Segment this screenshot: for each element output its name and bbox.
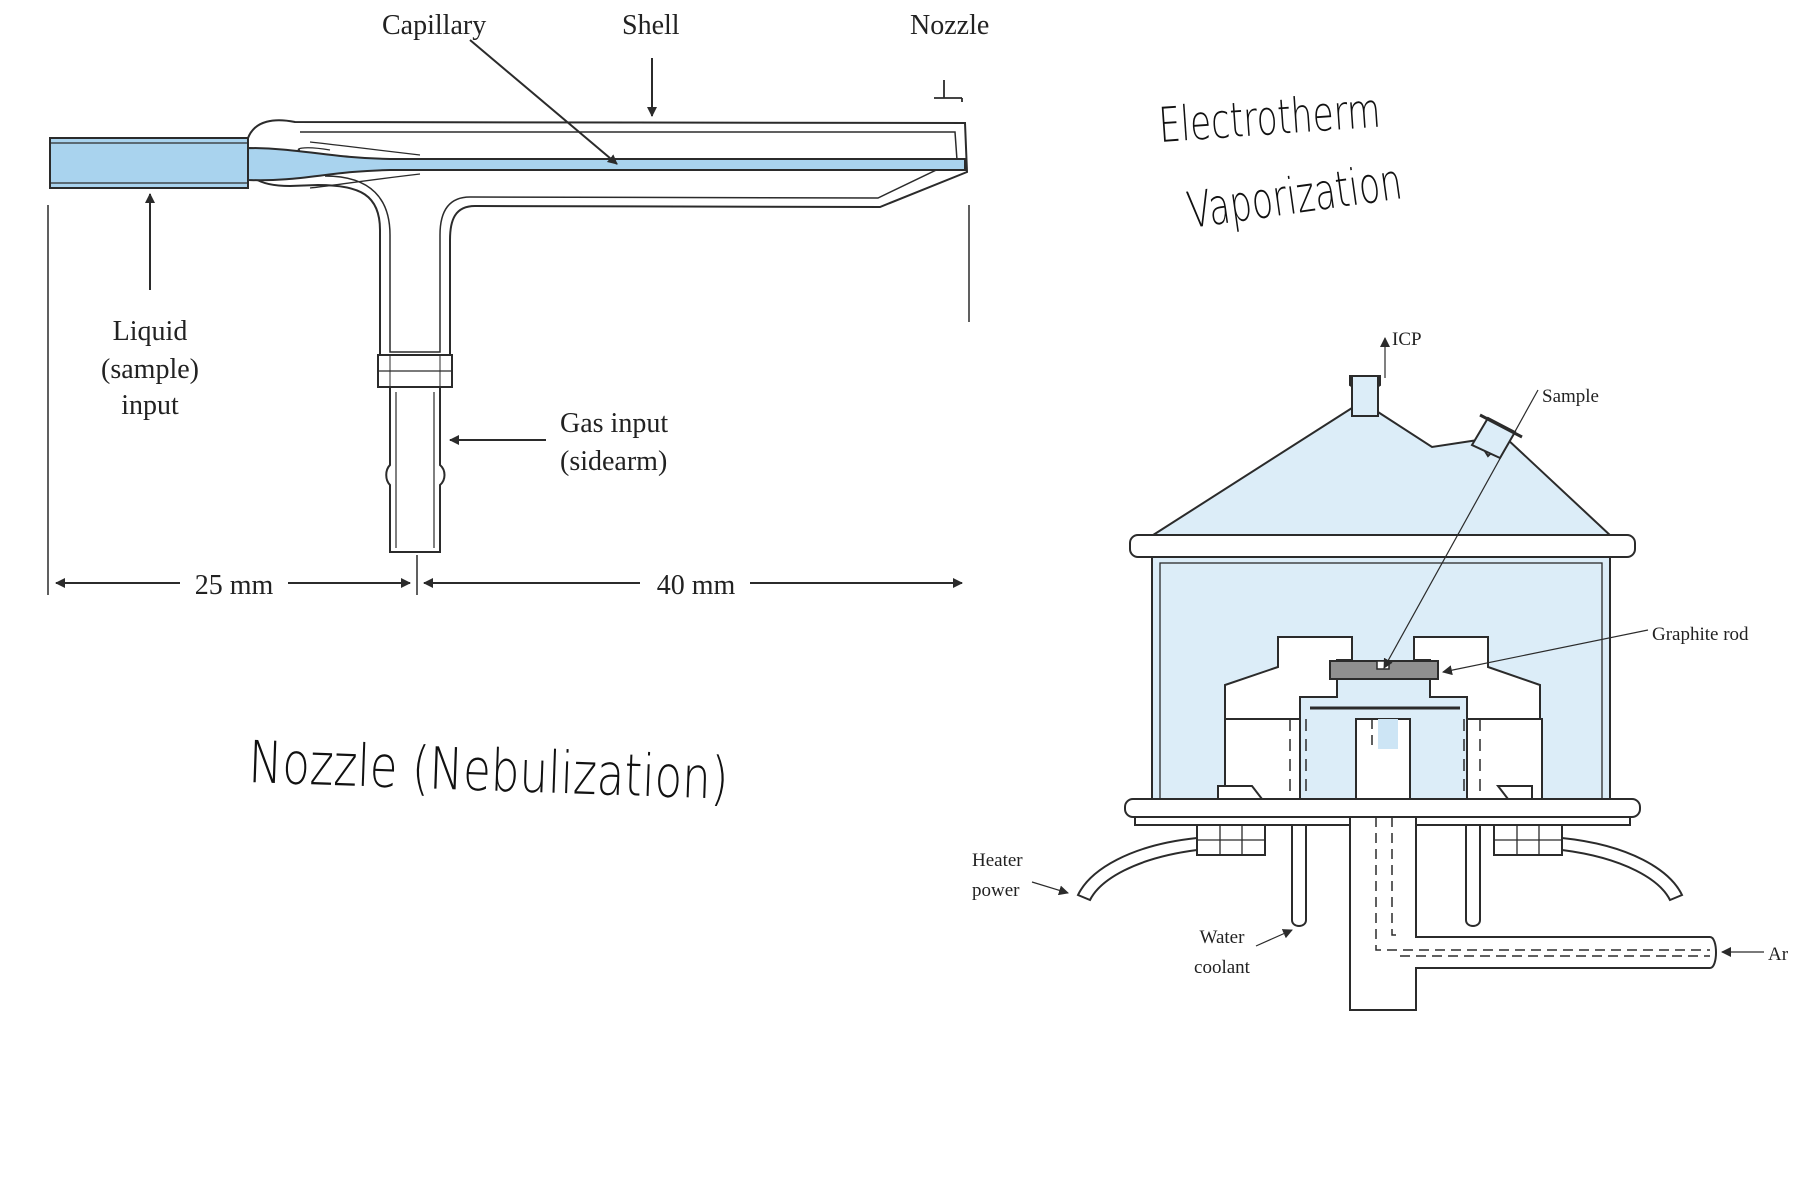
graphite-rod-pointer [1442, 629, 1649, 676]
water-coolant-pointer [1255, 929, 1293, 947]
label-graphite-rod: Graphite rod [1652, 624, 1749, 645]
icp-outlet [1351, 375, 1379, 417]
label-sample: Sample [1542, 386, 1599, 407]
nebulizer-diagram [47, 39, 970, 595]
label-icp: ICP [1392, 329, 1422, 350]
label-liquid-line1: Liquid [113, 316, 188, 347]
caption-nozzle-nebulization: Nozzle (Nebulization) [248, 728, 730, 813]
label-gas-line2: (sidearm) [560, 446, 667, 477]
label-heater-line2: power [972, 880, 1020, 901]
nozzle-marker [934, 80, 963, 102]
label-heater-line1: Heater [972, 850, 1023, 871]
etv-diagram [1031, 337, 1764, 1011]
handwritten-title-line1: Electrotherm [1157, 83, 1382, 154]
left-heater-cable [1076, 837, 1198, 902]
etv-base-plate [1124, 798, 1641, 818]
liquid-inlet-tube [49, 137, 249, 189]
label-water-line1: Water [1200, 927, 1246, 948]
sample-pointer [1383, 389, 1539, 669]
label-capillary: Capillary [382, 10, 486, 41]
label-gas-line1: Gas input [560, 408, 668, 439]
capillary-pointer [469, 39, 618, 165]
gas-input-tube [385, 386, 446, 553]
argon-inlet-stem [1349, 816, 1717, 1011]
label-dimension-25mm: 25 mm [195, 570, 274, 601]
label-ar: Ar [1768, 944, 1789, 965]
label-liquid-line2: (sample) [101, 354, 199, 385]
label-dimension-40mm: 40 mm [657, 570, 736, 601]
left-water-tube [1291, 825, 1307, 927]
label-liquid-line3: input [121, 390, 179, 421]
label-shell: Shell [622, 10, 680, 41]
heater-power-pointer [1031, 881, 1069, 896]
right-heater-cable [1561, 837, 1684, 902]
label-nozzle: Nozzle [910, 10, 989, 41]
left-electrode-block [1224, 636, 1353, 720]
right-water-tube [1465, 825, 1481, 927]
etv-top-plate [1129, 534, 1636, 558]
capillary-tube [247, 146, 966, 182]
handwritten-title-line2: Vaporization [1184, 152, 1406, 239]
label-water-line2: coolant [1194, 957, 1251, 978]
